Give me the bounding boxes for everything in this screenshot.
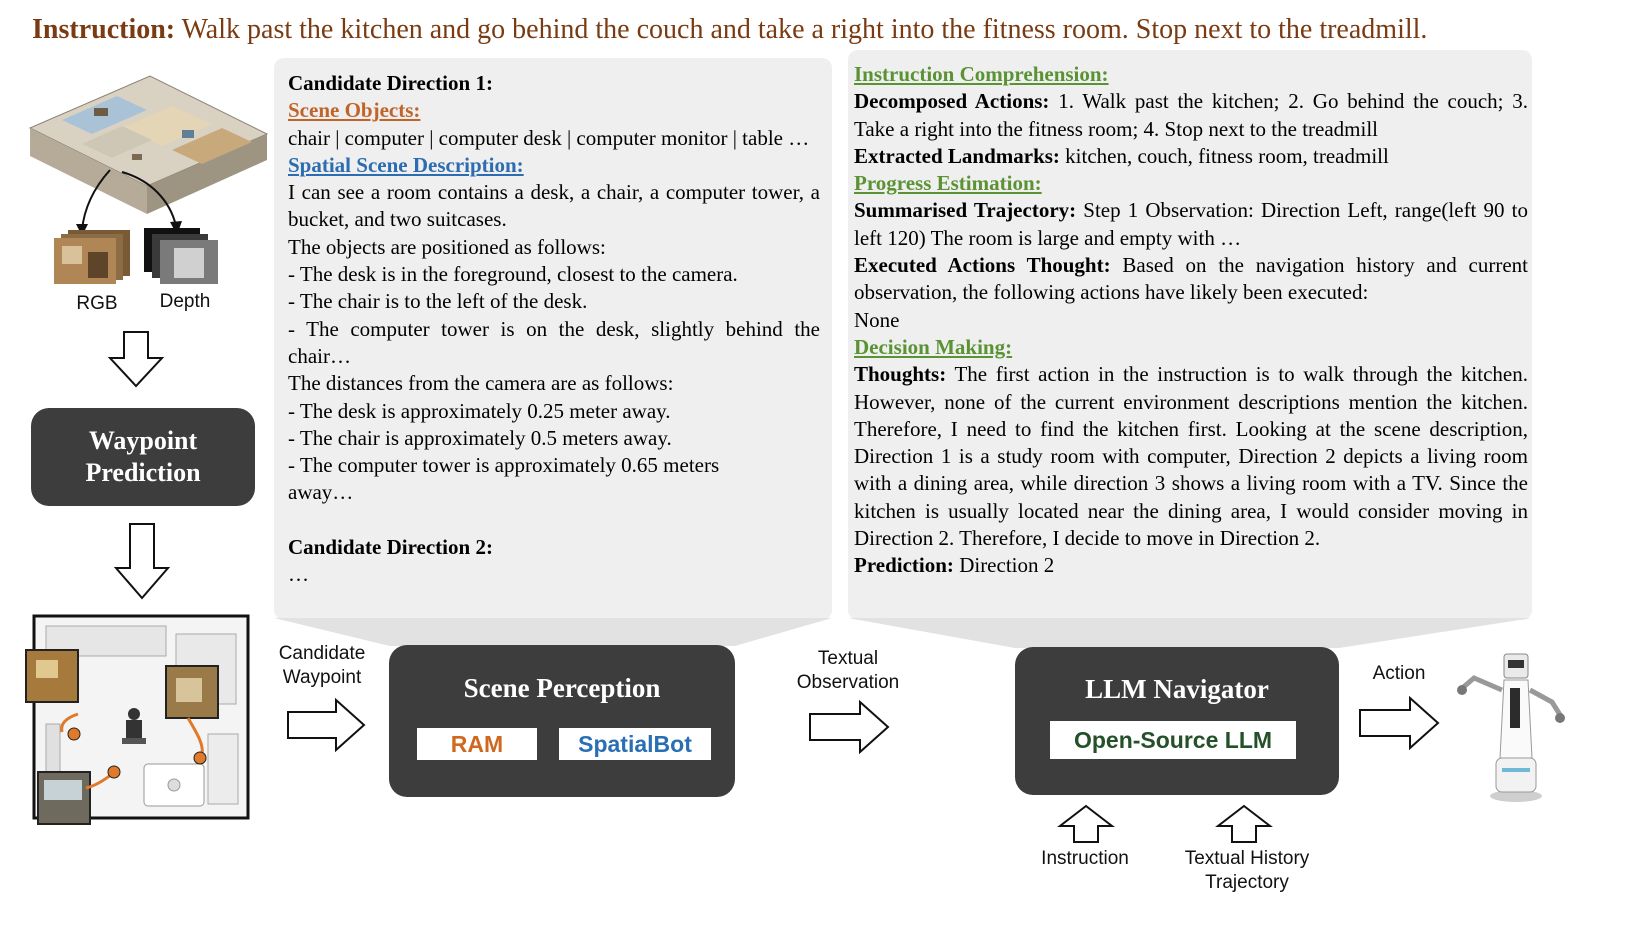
scene-objects-heading: Scene Objects: bbox=[288, 98, 421, 123]
distance-line-2: - The chair is approximately 0.5 meters … bbox=[288, 425, 672, 450]
depth-image-stack bbox=[144, 228, 218, 284]
llm-navigator-text: Instruction Comprehension: Decomposed Ac… bbox=[854, 61, 1528, 580]
instruction-line: Instruction: Walk past the kitchen and g… bbox=[32, 14, 1552, 46]
llm-navigator-box: LLM Navigator Open-Source LLM bbox=[1015, 647, 1339, 795]
textual-observation-label: Textual Observation bbox=[790, 647, 906, 695]
llm-navigator-output-panel bbox=[848, 50, 1532, 620]
position-line-2: - The chair is to the left of the desk. bbox=[288, 289, 588, 314]
executed-actions-thought-label: Executed Actions Thought: bbox=[854, 253, 1111, 278]
floor-plan-map-image bbox=[25, 614, 250, 825]
textual-history-line2: Trajectory bbox=[1205, 872, 1289, 893]
rgb-label: RGB bbox=[76, 293, 118, 314]
candidate-direction-2-text: … bbox=[288, 562, 309, 587]
executed-actions-none: None bbox=[854, 307, 900, 332]
distance-line-1: - The desk is approximately 0.25 meter a… bbox=[288, 398, 671, 423]
decision-making-heading: Decision Making: bbox=[854, 334, 1013, 359]
down-arrow-icon bbox=[113, 523, 171, 600]
distance-line-3: - The computer tower is approximately 0.… bbox=[288, 453, 720, 505]
waypoint-prediction-line2: Prediction bbox=[85, 458, 201, 487]
prediction-label: Prediction: bbox=[854, 553, 954, 578]
scene-perception-box: Scene Perception RAM SpatialBot bbox=[389, 645, 735, 797]
extracted-landmarks-label: Extracted Landmarks: bbox=[854, 143, 1060, 168]
open-source-llm-chip: Open-Source LLM bbox=[1050, 721, 1296, 759]
right-arrow-icon bbox=[809, 699, 890, 755]
spatial-intro-text: I can see a room contains a desk, a chai… bbox=[288, 180, 820, 232]
instruction-text: Walk past the kitchen and go behind the … bbox=[181, 14, 1428, 45]
decomposed-actions-label: Decomposed Actions: bbox=[854, 89, 1050, 114]
extracted-landmarks-text: kitchen, couch, fitness room, treadmill bbox=[1065, 143, 1389, 168]
textual-observation-line1: Textual bbox=[817, 648, 879, 669]
up-arrow-icon bbox=[1057, 804, 1115, 843]
scene-objects-text: chair | computer | computer desk | compu… bbox=[288, 125, 810, 150]
house-3d-render-image bbox=[28, 75, 269, 214]
depth-label: Depth bbox=[159, 291, 211, 312]
executed-actions-thought-text: Based on the navigation history and curr… bbox=[854, 253, 1528, 305]
spatialbot-chip: SpatialBot bbox=[559, 728, 711, 760]
candidate-waypoint-line2: Waypoint bbox=[282, 667, 362, 688]
spatial-scene-description-heading: Spatial Scene Description: bbox=[288, 152, 524, 177]
panel-connectors bbox=[274, 618, 1532, 648]
candidate-waypoint-line1: Candidate bbox=[278, 643, 366, 664]
decomposed-actions-text: 1. Walk past the kitchen; 2. Go behind t… bbox=[854, 89, 1529, 141]
textual-observation-line2: Observation bbox=[796, 672, 900, 693]
candidate-direction-2-title: Candidate Direction 2: bbox=[288, 534, 493, 559]
instruction-comprehension-heading: Instruction Comprehension: bbox=[854, 62, 1109, 86]
positioned-intro-text: The objects are positioned as follows: bbox=[288, 234, 606, 259]
candidate-direction-1-title: Candidate Direction 1: bbox=[288, 71, 493, 95]
scene-perception-title: Scene Perception bbox=[463, 673, 661, 703]
distances-intro-text: The distances from the camera are as fol… bbox=[288, 371, 674, 396]
rgb-image-stack bbox=[54, 230, 130, 284]
progress-estimation-heading: Progress Estimation: bbox=[854, 171, 1042, 196]
prediction-text: Direction 2 bbox=[959, 553, 1055, 578]
waypoint-prediction-box: Waypoint Prediction bbox=[31, 408, 255, 506]
position-line-3: - The computer tower is on the desk, sli… bbox=[288, 316, 820, 368]
scene-perception-text: Candidate Direction 1: Scene Objects: ch… bbox=[288, 70, 820, 588]
textual-history-input-label: Textual History Trajectory bbox=[1170, 847, 1324, 895]
llm-navigator-title: LLM Navigator bbox=[1085, 674, 1269, 704]
waypoint-prediction-line1: Waypoint bbox=[88, 426, 198, 455]
right-arrow-icon bbox=[287, 697, 366, 753]
up-arrow-icon bbox=[1215, 804, 1273, 843]
thoughts-label: Thoughts: bbox=[854, 362, 947, 387]
thoughts-text: The first action in the instruction is t… bbox=[854, 362, 1528, 551]
candidate-waypoint-label: Candidate Waypoint bbox=[270, 642, 374, 690]
summarised-trajectory-text: Step 1 Observation: Direction Left, rang… bbox=[854, 198, 1528, 250]
down-arrow-icon bbox=[107, 331, 165, 388]
ram-chip: RAM bbox=[417, 728, 537, 760]
action-label: Action bbox=[1372, 663, 1426, 684]
right-arrow-icon bbox=[1359, 695, 1440, 751]
instruction-label: Instruction: bbox=[32, 14, 176, 45]
summarised-trajectory-label: Summarised Trajectory: bbox=[854, 198, 1077, 223]
position-line-1: - The desk is in the foreground, closest… bbox=[288, 262, 738, 287]
instruction-input-label: Instruction bbox=[1041, 848, 1129, 869]
textual-history-line1: Textual History bbox=[1184, 848, 1310, 869]
scene-perception-output-panel bbox=[274, 58, 832, 620]
robot-image bbox=[1457, 653, 1565, 802]
